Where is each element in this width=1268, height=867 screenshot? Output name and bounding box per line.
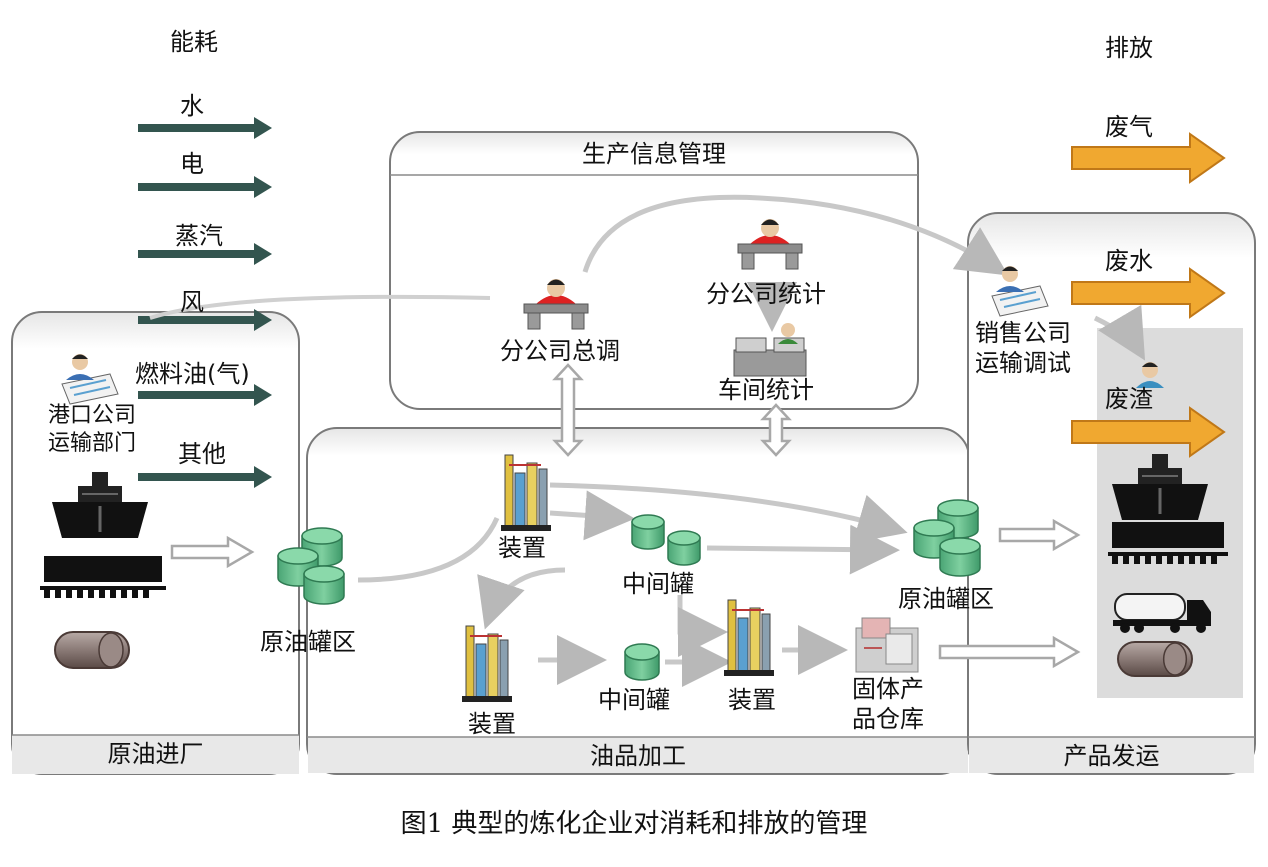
panel-label-dispatch: 产品发运 xyxy=(1063,742,1160,770)
crude-tank-farm-2-c xyxy=(939,537,981,577)
operator-desk-stats-icon xyxy=(737,219,803,270)
mid-tank-2 xyxy=(624,643,660,681)
emission-header: 排放 xyxy=(1105,34,1153,62)
emission-arrow-slag xyxy=(1071,406,1226,458)
energy-label-electricity: 电 xyxy=(180,150,204,178)
rail-car-dispatch-icon xyxy=(1108,522,1228,564)
energy-arrow-wind xyxy=(138,309,272,331)
mid-tank-1-b xyxy=(667,530,701,566)
mid-tank-1-a xyxy=(631,514,665,550)
pipeline-dispatch-icon xyxy=(1117,641,1193,677)
energy-arrow-other xyxy=(138,466,272,488)
emission-label-gas: 废气 xyxy=(1105,113,1153,141)
node-unit-2: 装置 xyxy=(468,710,516,738)
energy-label-water: 水 xyxy=(180,92,204,120)
ship-dispatch-icon xyxy=(1112,454,1208,520)
rail-car-icon xyxy=(40,556,166,598)
node-unit-1: 装置 xyxy=(498,534,546,562)
node-mid-1: 中间罐 xyxy=(622,570,694,598)
node-tank-2: 原油罐区 xyxy=(898,585,994,613)
slag-worker-icon xyxy=(1136,362,1164,388)
panel-label-processing: 油品加工 xyxy=(590,742,686,770)
energy-label-other: 其他 xyxy=(178,440,226,468)
emission-arrow-water xyxy=(1071,267,1226,319)
energy-label-steam: 蒸汽 xyxy=(175,222,223,250)
energy-arrow-water xyxy=(138,117,272,139)
node-tank-1: 原油罐区 xyxy=(260,628,356,656)
node-solid-warehouse: 固体产 品仓库 xyxy=(852,675,924,733)
node-workshop-stats: 车间统计 xyxy=(718,376,814,404)
flow-connectors xyxy=(149,194,1146,687)
node-unit-3: 装置 xyxy=(728,686,776,714)
pipeline-icon xyxy=(54,631,130,669)
energy-arrow-electricity xyxy=(138,176,272,198)
ship-icon xyxy=(52,472,148,538)
emission-arrow-gas xyxy=(1071,132,1226,184)
emission-arrows xyxy=(1071,132,1226,458)
hollow-arrows xyxy=(170,363,1081,669)
sales-clerk-icon xyxy=(991,266,1049,317)
hollow-arrow-to-dispatch-2 xyxy=(938,635,1081,669)
icons xyxy=(40,219,1228,702)
hollow-arrow-to-tank xyxy=(170,535,255,569)
node-port: 港口公司 运输部门 xyxy=(48,403,137,456)
energy-arrows xyxy=(138,117,272,488)
tank-truck-icon xyxy=(1113,593,1211,633)
solid-warehouse-icon xyxy=(855,617,919,673)
node-branch-stats: 分公司统计 xyxy=(706,280,826,308)
double-arrow-stats-processing xyxy=(760,403,792,457)
energy-label-fuel: 燃料油(气) xyxy=(135,360,250,388)
panel-label-crude-in: 原油进厂 xyxy=(107,740,204,768)
operator-desk-dispatch-icon xyxy=(523,279,589,330)
energy-arrow-steam xyxy=(138,243,272,265)
node-mid-2: 中间罐 xyxy=(598,686,670,714)
process-unit-2-icon xyxy=(462,625,512,702)
emission-label-slag: 废渣 xyxy=(1105,385,1153,413)
hollow-arrow-to-dispatch-1 xyxy=(998,518,1081,552)
workshop-desk-icon xyxy=(733,323,807,377)
emission-label-water: 废水 xyxy=(1105,247,1153,275)
double-arrow-dispatch-processing xyxy=(552,363,584,457)
panel-info-mgmt xyxy=(389,131,919,410)
node-branch-dispatch: 分公司总调 xyxy=(500,337,620,365)
node-sales: 销售公司 运输调试 xyxy=(975,319,1071,377)
figure-caption: 图1 典型的炼化企业对消耗和排放的管理 xyxy=(400,809,868,839)
process-unit-1-icon xyxy=(501,454,551,531)
panel-label-info-mgmt: 生产信息管理 xyxy=(582,140,726,168)
panel-dispatch xyxy=(967,212,1256,775)
process-unit-3-icon xyxy=(724,599,774,676)
crude-tank-farm-1-c xyxy=(303,565,345,605)
port-clerk-icon xyxy=(61,354,119,405)
energy-header: 能耗 xyxy=(170,28,218,56)
energy-arrow-fuel xyxy=(138,384,272,406)
energy-label-wind: 风 xyxy=(180,288,204,316)
